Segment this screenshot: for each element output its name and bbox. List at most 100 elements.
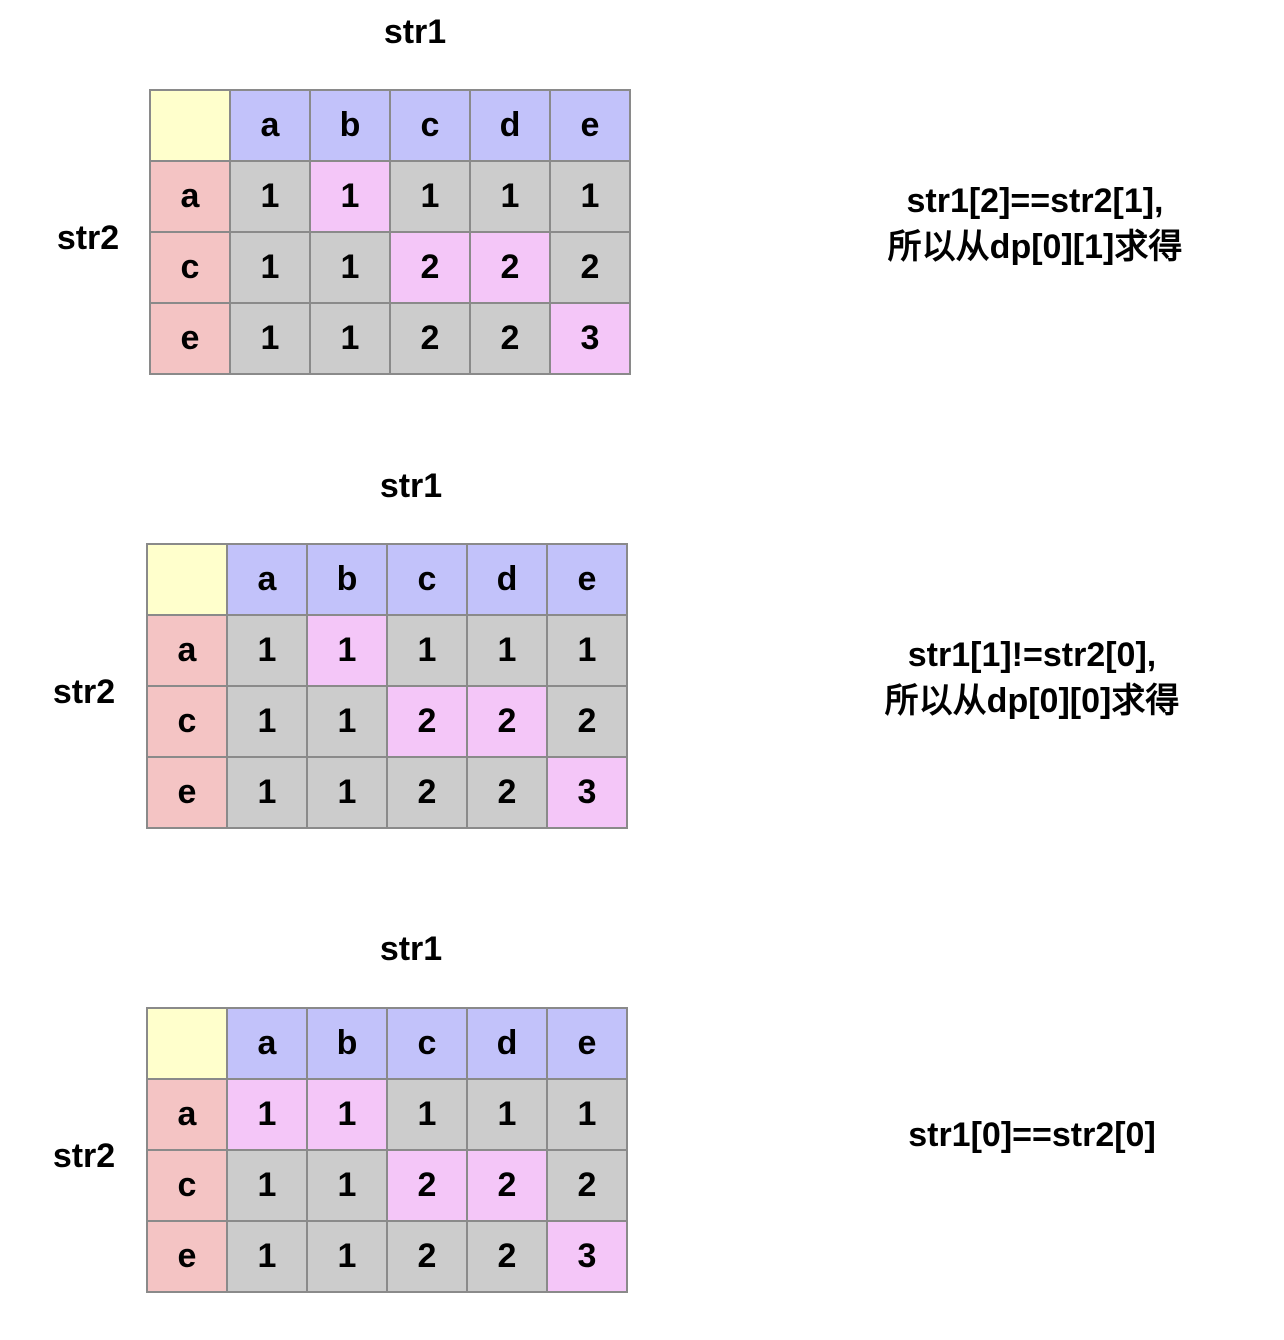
row-header: c	[146, 685, 228, 758]
column-header: c	[389, 89, 471, 162]
dp-cell: 1	[309, 231, 391, 304]
dp-cell: 2	[389, 302, 471, 375]
dp-cell: 1	[306, 685, 388, 758]
table-row: a 1 1 1 1 1	[149, 160, 631, 233]
dp-cell: 1	[226, 614, 308, 687]
header-row: a b c d e	[146, 543, 628, 616]
column-header: e	[546, 543, 628, 616]
dp-cell: 2	[466, 1220, 548, 1293]
dp-cell: 2	[386, 756, 468, 829]
dp-cell: 1	[306, 1149, 388, 1222]
column-header: d	[466, 1007, 548, 1080]
note-line: 所以从dp[0][0]求得	[884, 682, 1180, 720]
table-row: a 1 1 1 1 1	[146, 1078, 628, 1151]
row-header: a	[146, 1078, 228, 1151]
table-row: c 1 1 2 2 2	[146, 685, 628, 758]
column-header: b	[306, 1007, 388, 1080]
row-header: c	[146, 1149, 228, 1222]
dp-cell: 1	[226, 1220, 308, 1293]
dp-cell-highlighted: 1	[226, 1078, 308, 1151]
dp-table: a b c d e a 1 1 1 1 1 c 1 1 2 2 2 e 1 1 …	[146, 543, 628, 829]
dp-cell-highlighted: 1	[306, 614, 388, 687]
row-axis-label: str2	[52, 1137, 116, 1175]
explanation-note: str1[2]==str2[1], 所以从dp[0][1]求得	[825, 178, 1245, 270]
dp-cell: 2	[546, 1149, 628, 1222]
table-row: e 1 1 2 2 3	[146, 1220, 628, 1293]
table-row: a 1 1 1 1 1	[146, 614, 628, 687]
dp-cell-highlighted: 2	[386, 685, 468, 758]
column-axis-label: str1	[383, 13, 447, 51]
header-row: a b c d e	[149, 89, 631, 162]
dp-cell: 1	[306, 756, 388, 829]
corner-cell	[146, 1007, 228, 1080]
row-header: e	[146, 1220, 228, 1293]
dp-cell: 2	[466, 756, 548, 829]
dp-cell: 1	[546, 1078, 628, 1151]
dp-cell: 2	[546, 685, 628, 758]
dp-cell: 1	[309, 302, 391, 375]
row-header: e	[146, 756, 228, 829]
column-header: e	[549, 89, 631, 162]
dp-table: a b c d e a 1 1 1 1 1 c 1 1 2 2 2 e 1 1 …	[146, 1007, 628, 1293]
note-line: str1[2]==str2[1],	[906, 182, 1164, 220]
corner-cell	[149, 89, 231, 162]
dp-cell: 1	[386, 614, 468, 687]
dp-cell: 1	[469, 160, 551, 233]
dp-cell: 2	[386, 1220, 468, 1293]
dp-cell-highlighted: 2	[386, 1149, 468, 1222]
dp-cell: 1	[306, 1220, 388, 1293]
dp-cell: 1	[229, 160, 311, 233]
column-header: e	[546, 1007, 628, 1080]
dp-cell: 1	[389, 160, 471, 233]
column-header: c	[386, 1007, 468, 1080]
row-header: a	[146, 614, 228, 687]
dp-cell: 1	[466, 1078, 548, 1151]
dp-cell: 1	[226, 756, 308, 829]
row-axis-label: str2	[52, 673, 116, 711]
table-row: e 1 1 2 2 3	[149, 302, 631, 375]
explanation-note: str1[0]==str2[0]	[822, 1112, 1242, 1158]
row-axis-label: str2	[56, 219, 120, 257]
note-line: 所以从dp[0][1]求得	[887, 228, 1183, 266]
column-header: c	[386, 543, 468, 616]
dp-table: a b c d e a 1 1 1 1 1 c 1 1 2 2 2 e 1 1 …	[149, 89, 631, 375]
dp-cell: 1	[549, 160, 631, 233]
column-header: a	[226, 543, 308, 616]
column-header: d	[469, 89, 551, 162]
column-header: a	[229, 89, 311, 162]
row-header: c	[149, 231, 231, 304]
dp-cell-highlighted: 2	[466, 685, 548, 758]
column-header: a	[226, 1007, 308, 1080]
dp-cell-highlighted: 2	[389, 231, 471, 304]
dp-cell: 1	[226, 685, 308, 758]
table-row: e 1 1 2 2 3	[146, 756, 628, 829]
dp-cell-highlighted: 2	[469, 231, 551, 304]
dp-cell: 1	[546, 614, 628, 687]
column-header: b	[306, 543, 388, 616]
dp-cell: 1	[229, 231, 311, 304]
dp-cell: 2	[549, 231, 631, 304]
dp-cell: 1	[386, 1078, 468, 1151]
dp-cell-highlighted: 3	[549, 302, 631, 375]
dp-cell-highlighted: 3	[546, 1220, 628, 1293]
dp-cell-highlighted: 2	[466, 1149, 548, 1222]
row-header: e	[149, 302, 231, 375]
dp-cell: 2	[469, 302, 551, 375]
corner-cell	[146, 543, 228, 616]
note-line: str1[0]==str2[0]	[908, 1116, 1156, 1154]
dp-cell-highlighted: 1	[309, 160, 391, 233]
dp-cell: 1	[466, 614, 548, 687]
explanation-note: str1[1]!=str2[0], 所以从dp[0][0]求得	[822, 632, 1242, 724]
dp-cell-highlighted: 1	[306, 1078, 388, 1151]
table-row: c 1 1 2 2 2	[146, 1149, 628, 1222]
dp-cell-highlighted: 3	[546, 756, 628, 829]
row-header: a	[149, 160, 231, 233]
table-row: c 1 1 2 2 2	[149, 231, 631, 304]
dp-cell: 1	[229, 302, 311, 375]
column-header: d	[466, 543, 548, 616]
column-axis-label: str1	[379, 467, 443, 505]
dp-cell: 1	[226, 1149, 308, 1222]
column-header: b	[309, 89, 391, 162]
column-axis-label: str1	[379, 930, 443, 968]
header-row: a b c d e	[146, 1007, 628, 1080]
